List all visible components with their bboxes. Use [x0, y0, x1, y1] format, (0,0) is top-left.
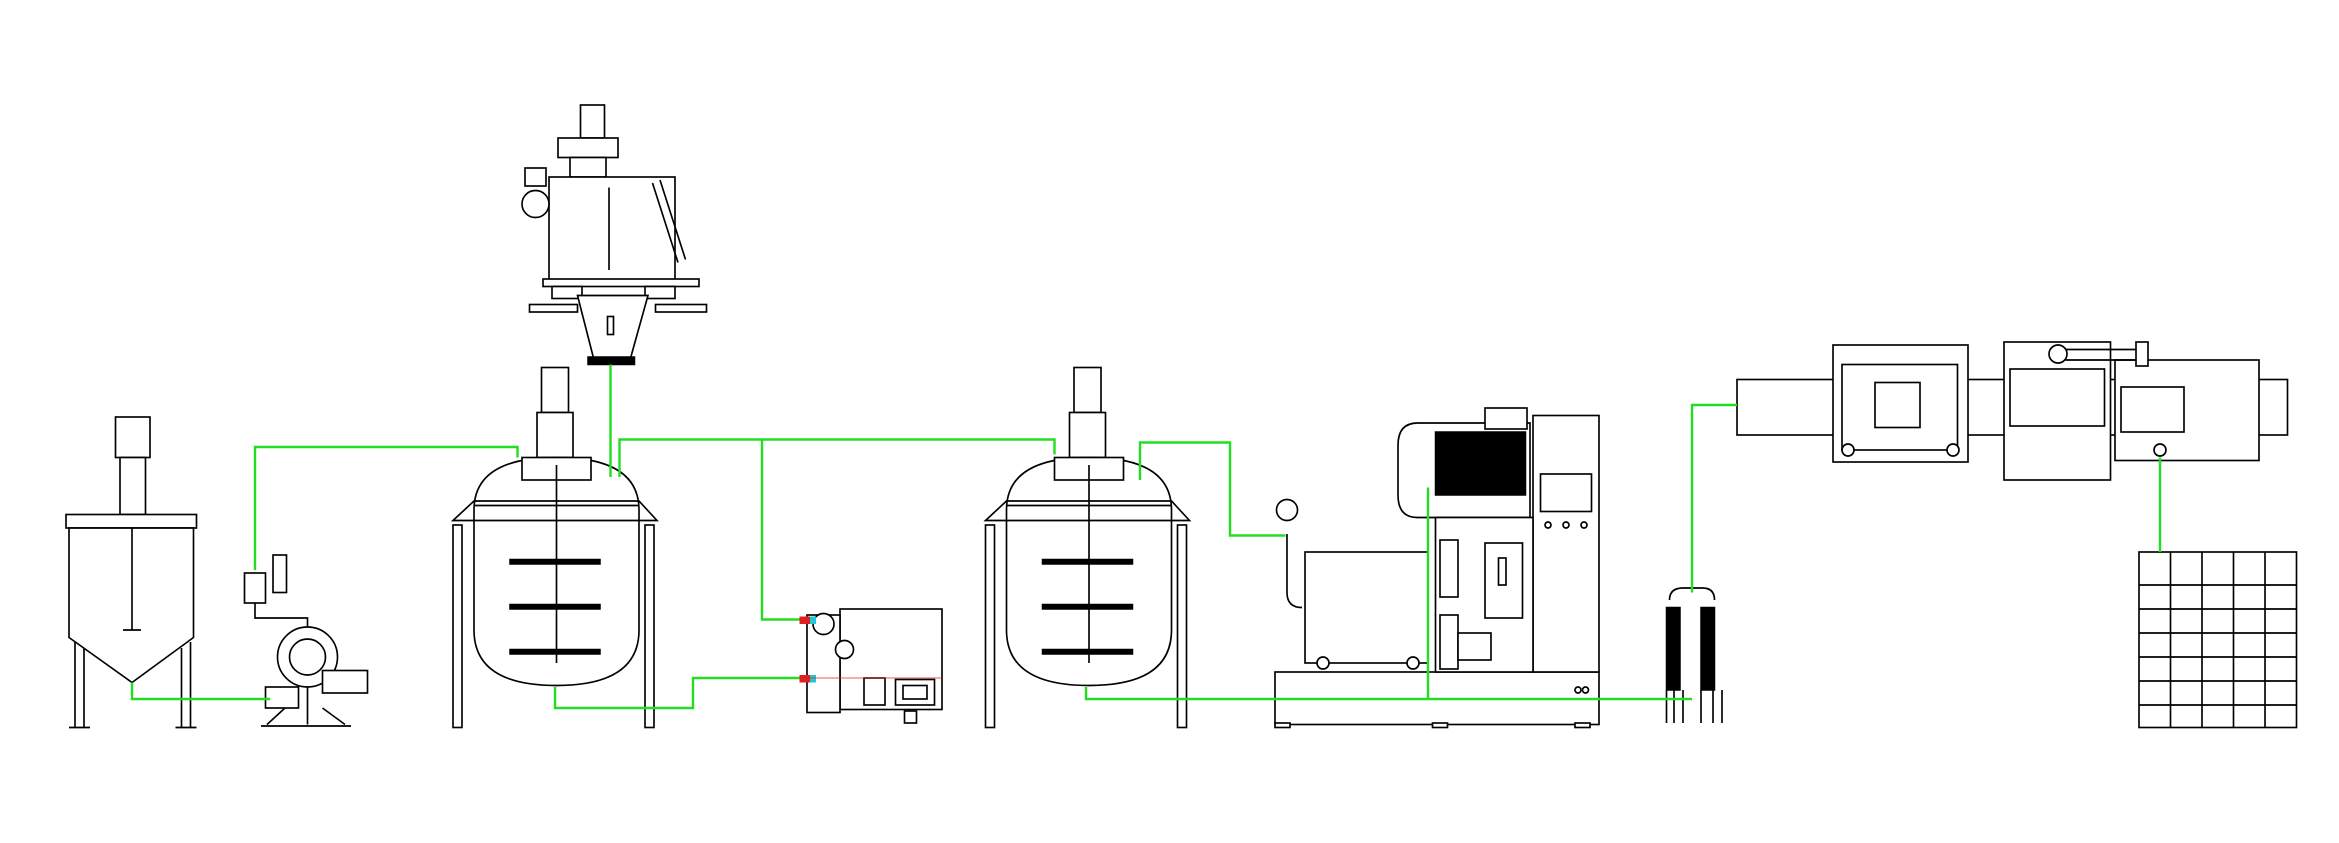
premix-lid: [65, 513, 198, 529]
diaphragm-pump-1: [243, 554, 369, 727]
pump-unit: [799, 608, 943, 724]
packaging-machine: [1736, 341, 2289, 481]
pipe-line: [618, 438, 1056, 477]
mill-motor: [1434, 431, 1527, 496]
pipelines: [130, 364, 2162, 710]
pipe-line: [553, 676, 800, 710]
premix-tank: [65, 416, 198, 729]
gauge-icon: [521, 189, 550, 219]
reactor-1: [450, 366, 659, 729]
pipe-line: [253, 445, 519, 570]
pump-motor: [321, 669, 369, 694]
premix-motor: [114, 416, 151, 459]
pipe-line: [130, 682, 270, 701]
pipe-line: [1138, 441, 1286, 537]
touch-screen: [1539, 473, 1593, 513]
bag-filters: [1665, 587, 1723, 723]
control-cabinet: [1532, 414, 1600, 673]
pipe-line: [1690, 403, 1737, 593]
pipe-line: [760, 439, 800, 621]
reactor-2: [983, 366, 1192, 729]
vacuum-feeder: [521, 104, 708, 366]
ibc-tote: [2138, 551, 2298, 729]
pipe-line: [1084, 687, 1692, 701]
grinding-chamber: [1304, 551, 1429, 664]
pressure-gauge-icon: [1275, 498, 1299, 522]
bead-mill: [1274, 407, 1600, 729]
valve-red: [799, 616, 812, 624]
premix-coupling: [119, 456, 147, 516]
